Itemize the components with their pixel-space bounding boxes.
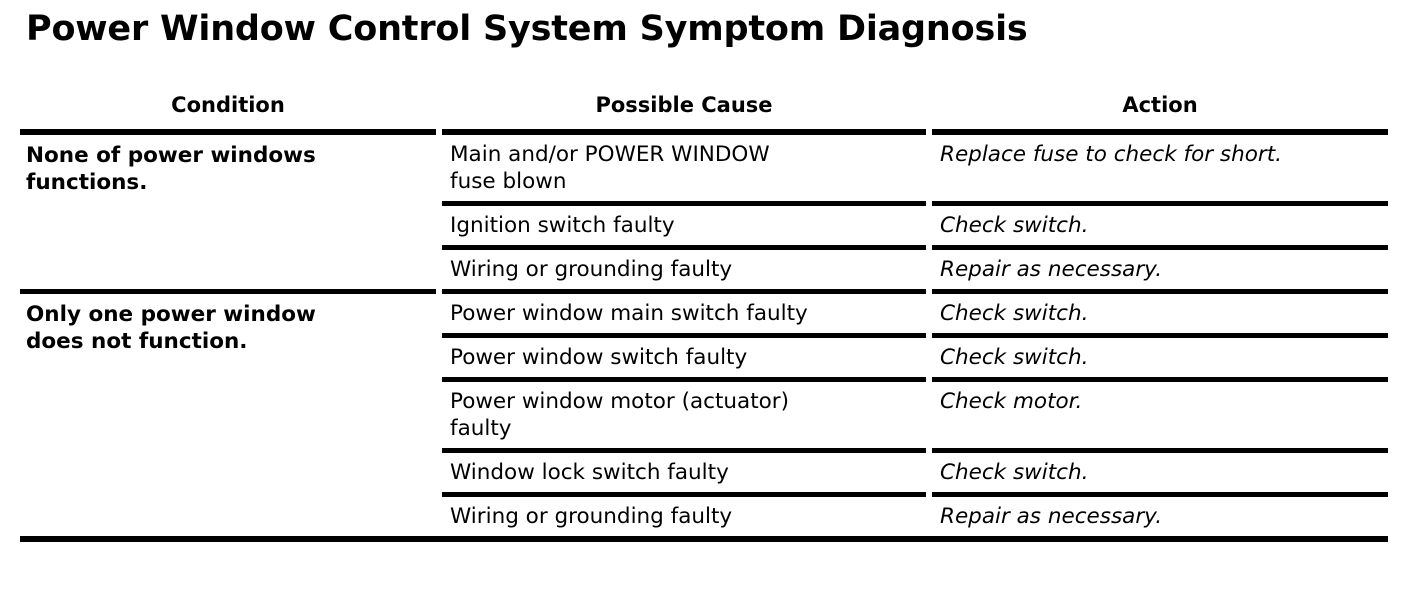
action-cell: Check switch. (940, 213, 1089, 238)
rule-segment-action (932, 492, 1388, 497)
cause-cell: Power window main switch faulty (450, 301, 808, 326)
row-divider-rule (442, 448, 1388, 453)
cause-cell: Power window switch faulty (450, 345, 748, 370)
rule-segment-action (932, 245, 1388, 250)
symptom-diagnosis-table: Condition Possible Cause Action None of … (20, 92, 1388, 542)
row-divider-rule (442, 201, 1388, 206)
action-cell: Check switch. (940, 460, 1089, 485)
table-header-row: Condition Possible Cause Action (20, 92, 1388, 129)
rule-segment-cause (442, 201, 926, 206)
condition-cell: Only one power window does not function. (20, 294, 436, 536)
rule-segment-cause (442, 333, 926, 338)
table-row: Ignition switch faulty Check switch. (442, 206, 1388, 245)
condition-line: Only one power window (26, 302, 316, 327)
cause-line: Power window motor (actuator) (450, 389, 790, 414)
rule-segment-action (932, 377, 1388, 382)
header-divider-rule (20, 129, 1388, 135)
column-header-condition: Condition (171, 93, 285, 117)
rule-segment-cause (442, 448, 926, 453)
row-divider-rule (442, 245, 1388, 250)
rule-segment-action (932, 448, 1388, 453)
cause-cell: Window lock switch faulty (450, 460, 729, 485)
table-row: Wiring or grounding faulty Repair as nec… (442, 250, 1388, 289)
rule-segment-condition (20, 289, 436, 294)
rule-segment-cause (442, 129, 926, 135)
rule-segment-action (932, 201, 1388, 206)
table-row: Power window switch faulty Check switch. (442, 338, 1388, 377)
rule-segment-action (932, 129, 1388, 135)
action-cell: Replace fuse to check for short. (940, 142, 1282, 167)
table-row: Main and/or POWER WINDOW fuse blown Repl… (442, 135, 1388, 201)
column-header-possible-cause: Possible Cause (595, 93, 773, 117)
column-header-action: Action (1122, 93, 1198, 117)
page-title: Power Window Control System Symptom Diag… (26, 9, 1028, 49)
table-row: Power window main switch faulty Check sw… (442, 294, 1388, 333)
action-cell: Check switch. (940, 345, 1089, 370)
cause-line: Main and/or POWER WINDOW (450, 142, 770, 167)
cause-cell: Ignition switch faulty (450, 213, 675, 238)
condition-line: functions. (26, 170, 148, 195)
cause-line: fuse blown (450, 169, 567, 194)
rule-segment-cause (442, 377, 926, 382)
cause-line: faulty (450, 416, 512, 441)
condition-line: None of power windows (26, 143, 316, 168)
action-cell: Repair as necessary. (940, 504, 1163, 529)
rule-segment-cause (442, 289, 926, 294)
cause-cell: Wiring or grounding faulty (450, 257, 733, 282)
section-divider-rule (20, 289, 1388, 294)
section-rows: Power window main switch faulty Check sw… (442, 294, 1388, 536)
cause-cell: Wiring or grounding faulty (450, 504, 733, 529)
action-cell: Repair as necessary. (940, 257, 1163, 282)
table-section: Only one power window does not function.… (20, 294, 1388, 536)
table-section: None of power windows functions. Main an… (20, 135, 1388, 289)
cause-cell: Main and/or POWER WINDOW fuse blown (442, 135, 926, 201)
rule-segment-action (932, 333, 1388, 338)
table-row: Wiring or grounding faulty Repair as nec… (442, 497, 1388, 536)
action-cell: Check motor. (940, 389, 1083, 414)
rule-segment-cause (442, 245, 926, 250)
row-divider-rule (442, 333, 1388, 338)
section-rows: Main and/or POWER WINDOW fuse blown Repl… (442, 135, 1388, 289)
row-divider-rule (442, 492, 1388, 497)
table-row: Power window motor (actuator) faulty Che… (442, 382, 1388, 448)
row-divider-rule (442, 377, 1388, 382)
rule-segment-cause (442, 492, 926, 497)
rule-segment-action (932, 289, 1388, 294)
table-bottom-rule (20, 536, 1388, 542)
table-row: Window lock switch faulty Check switch. (442, 453, 1388, 492)
action-cell: Check switch. (940, 301, 1089, 326)
cause-cell: Power window motor (actuator) faulty (442, 382, 926, 448)
rule-segment-condition (20, 129, 436, 135)
condition-line: does not function. (26, 329, 248, 354)
condition-cell: None of power windows functions. (20, 135, 436, 289)
